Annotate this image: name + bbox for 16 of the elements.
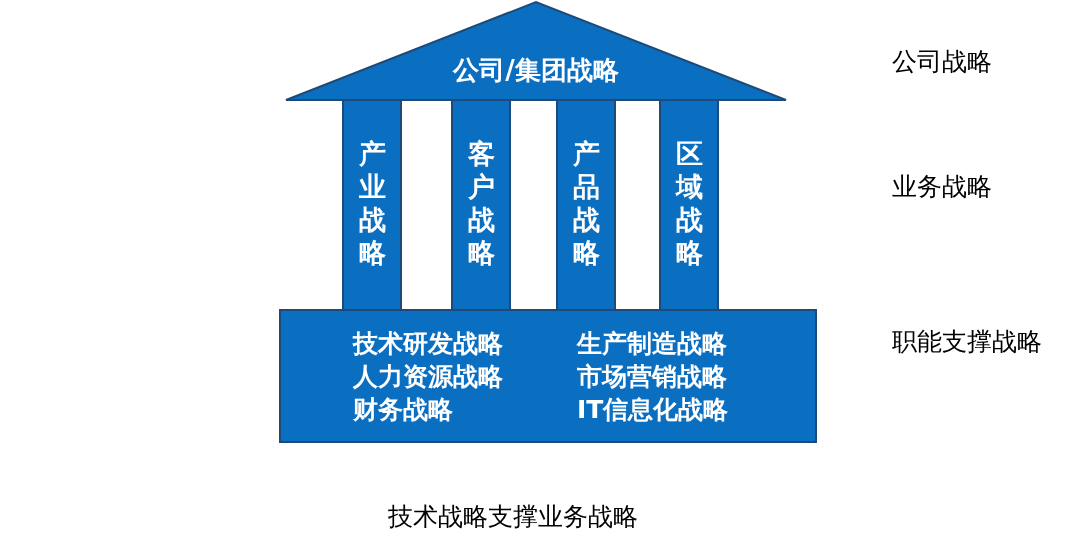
strategy-label: 人力资源战略: [353, 362, 503, 392]
caption: 技术战略支撑业务战略: [388, 501, 638, 533]
level-label: 职能支撑战略: [892, 326, 1042, 358]
level-label: 公司战略: [892, 46, 992, 78]
pillar-label: 区域战略: [674, 137, 704, 269]
strategy-label: 财务战略: [353, 395, 453, 425]
strategy-label: IT信息化战略: [577, 395, 729, 425]
pillar-label: 产品战略: [571, 137, 601, 269]
pillar-label: 客户战略: [466, 137, 496, 269]
roof-label: 公司/集团战略: [453, 55, 619, 85]
base-panel: [279, 309, 817, 443]
pillar-label: 产业战略: [357, 137, 387, 269]
strategy-label: 生产制造战略: [577, 329, 727, 359]
level-label: 业务战略: [892, 171, 992, 203]
strategy-label: 技术研发战略: [353, 329, 503, 359]
strategy-label: 市场营销战略: [577, 362, 727, 392]
